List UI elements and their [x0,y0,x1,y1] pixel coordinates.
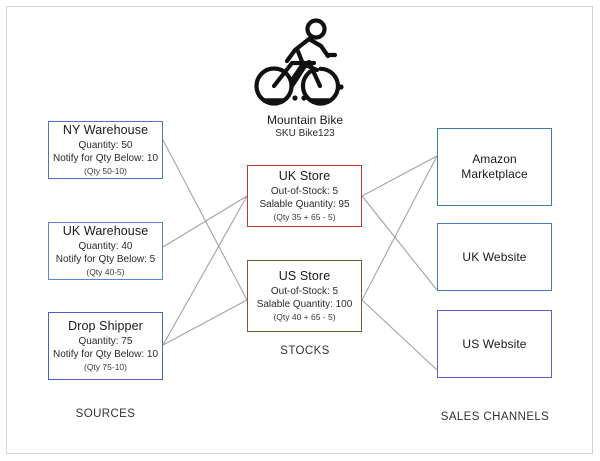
source-title: Drop Shipper [68,319,143,333]
channel-label-line1: UK Website [462,249,527,264]
stock-node-us-store[interactable]: US Store Out-of-Stock: 5 Salable Quantit… [247,260,362,332]
source-formula: (Qty 50-10) [84,166,127,176]
stock-formula: (Qty 40 + 65 - 5) [273,312,336,322]
stock-title: UK Store [278,169,331,183]
product-header: Mountain Bike SKU Bike123 [240,18,370,139]
section-label-channels: SALES CHANNELS [440,411,550,423]
channel-node-uk-website[interactable]: UK Website [437,223,552,291]
stock-salable-quantity: Salable Quantity: 100 [256,299,353,310]
channel-node-us-website[interactable]: US Website [437,310,552,378]
channel-node-amazon-marketplace[interactable]: Amazon Marketplace [437,128,552,206]
product-name: Mountain Bike [266,113,344,127]
source-notify-threshold: Notify for Qty Below: 10 [52,153,159,164]
mountain-bike-cyclist-icon [254,18,344,106]
source-node-uk-warehouse[interactable]: UK Warehouse Quantity: 40 Notify for Qty… [48,222,163,280]
channel-label-line1: US Website [462,336,527,351]
source-node-ny-warehouse[interactable]: NY Warehouse Quantity: 50 Notify for Qty… [48,121,163,179]
section-label-sources: SOURCES [75,408,136,420]
source-notify-threshold: Notify for Qty Below: 5 [55,254,156,265]
product-sku: SKU Bike123 [275,128,335,139]
channel-label-line2: Marketplace [461,167,528,181]
source-formula: (Qty 75-10) [84,362,127,372]
source-quantity: Quantity: 75 [78,336,133,347]
channel-label-line1: Amazon [472,152,517,166]
stock-title: US Store [278,269,331,283]
stock-formula: (Qty 35 + 65 - 5) [273,212,336,222]
source-notify-threshold: Notify for Qty Below: 10 [52,349,159,360]
stock-out-of-stock: Out-of-Stock: 5 [270,286,339,297]
section-label-stocks: STOCKS [280,345,330,357]
source-title: UK Warehouse [62,224,149,238]
source-formula: (Qty 40-5) [86,267,125,277]
stock-out-of-stock: Out-of-Stock: 5 [270,186,339,197]
stock-node-uk-store[interactable]: UK Store Out-of-Stock: 5 Salable Quantit… [247,165,362,227]
source-node-drop-shipper[interactable]: Drop Shipper Quantity: 75 Notify for Qty… [48,312,163,380]
source-quantity: Quantity: 40 [78,241,133,252]
source-quantity: Quantity: 50 [78,140,133,151]
stock-salable-quantity: Salable Quantity: 95 [259,199,350,210]
source-title: NY Warehouse [62,123,149,137]
